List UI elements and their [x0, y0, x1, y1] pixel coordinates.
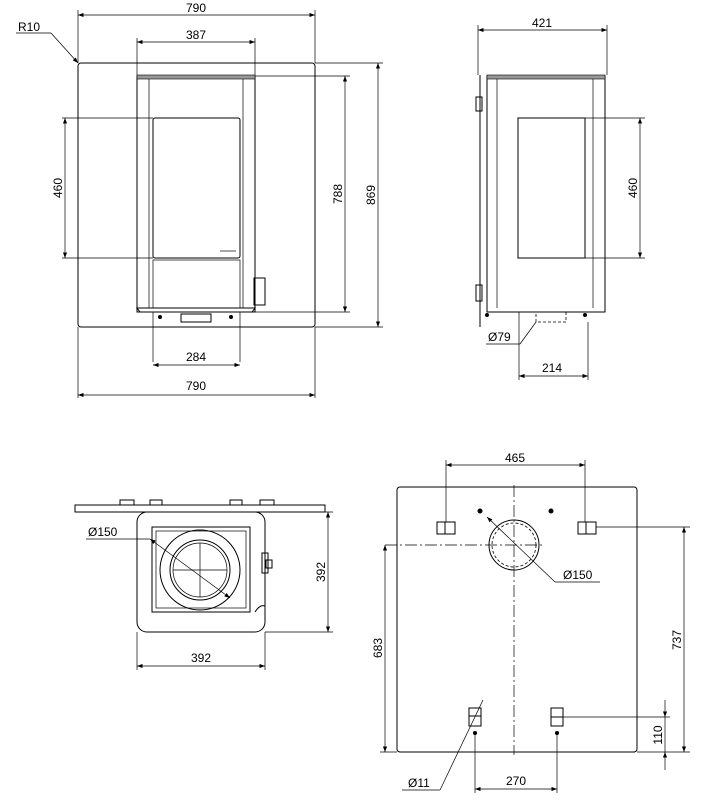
dim-door-width: 284	[186, 350, 206, 364]
top-plate	[74, 504, 326, 513]
front-view: 790 387 R10 460 788 869 284 790	[16, 1, 383, 398]
dim-bottom-flue-diameter: Ø150	[563, 568, 593, 582]
top-view: Ø150 392 392	[74, 499, 333, 670]
bracket-right	[577, 521, 597, 535]
bracket-left	[436, 521, 456, 535]
dim-body-height: 788	[331, 184, 345, 204]
glass-door	[152, 117, 241, 259]
top-cap	[136, 74, 256, 80]
dim-front-width-top: 790	[186, 1, 206, 15]
dim-side-depth: 421	[532, 16, 552, 30]
dim-radius: R10	[18, 20, 40, 34]
side-body	[486, 75, 606, 313]
dim-total-height: 869	[364, 185, 378, 205]
dim-bracket-offset: 737	[670, 630, 684, 650]
dim-front-width-bottom: 790	[186, 379, 206, 393]
dim-hole-diameter: Ø11	[408, 776, 430, 790]
air-inlet	[180, 313, 212, 323]
dim-body-width: 387	[186, 28, 206, 42]
foot-left	[468, 707, 482, 727]
top-body	[136, 511, 266, 633]
stove-body	[136, 75, 256, 313]
dim-front-glass-height: 460	[51, 178, 65, 198]
flue-opening	[488, 519, 540, 571]
bottom-plate	[396, 486, 638, 753]
dim-side-glass-height: 460	[626, 178, 640, 198]
base-plate	[77, 62, 316, 328]
side-glass	[517, 117, 586, 259]
dim-foot-offset: 110	[651, 725, 665, 744]
side-view: 421 460 Ø79 214	[475, 16, 645, 380]
bottom-view: 465 Ø150 683 737 110 270 Ø11	[371, 451, 690, 793]
dim-flue-offset: 683	[371, 638, 385, 658]
dim-inlet-offset: 214	[542, 361, 562, 375]
air-inlet-pipe	[535, 311, 567, 323]
dim-inlet-diameter: Ø79	[488, 330, 511, 344]
dim-bracket-spacing: 465	[505, 451, 525, 465]
lower-panel	[152, 259, 241, 309]
dim-foot-spacing: 270	[506, 774, 526, 788]
dim-top-flue-diameter: Ø150	[88, 525, 118, 539]
dim-top-depth: 392	[314, 562, 328, 582]
dim-top-width: 392	[191, 651, 211, 665]
side-handle	[253, 277, 266, 306]
